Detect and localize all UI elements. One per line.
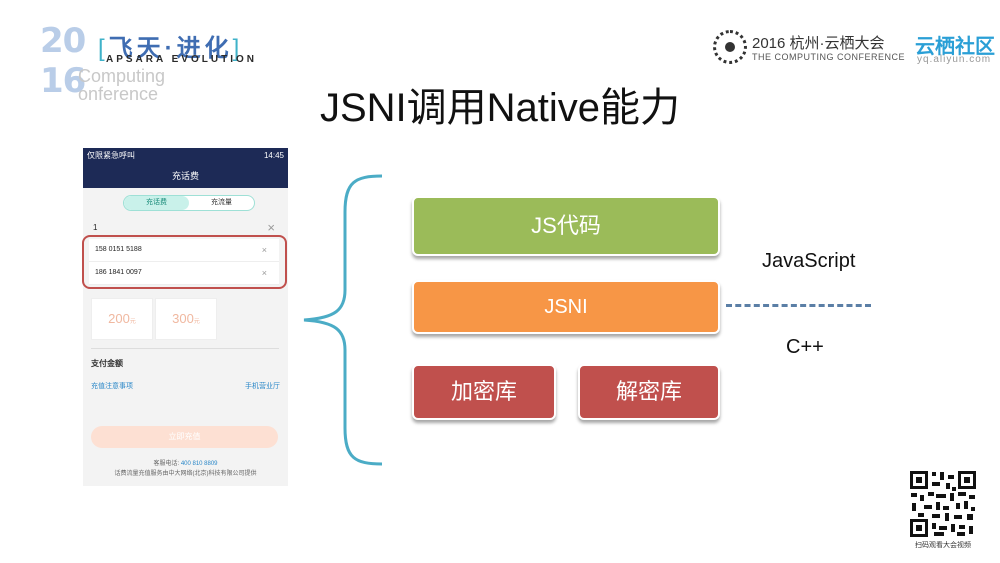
- layer-jsni: JSNI: [412, 280, 720, 334]
- hotline-number[interactable]: 400 810 8809: [180, 461, 218, 467]
- service-provider-note: 话费流量充值服务由中大网络(北京)科技有限公司提供: [114, 471, 257, 477]
- suggestion-number: 186 1841 0097: [95, 269, 142, 276]
- curly-brace-icon: [303, 174, 383, 466]
- phone-screenshot: 仅限紧急呼叫 14:45 充话费 充话费 充流量 1 × 158 0151 51…: [83, 148, 288, 486]
- clear-icon[interactable]: ×: [267, 220, 275, 235]
- event-year-bottom: 16: [40, 61, 86, 101]
- event-watermark-line1: Computing: [78, 66, 166, 86]
- phone-suggestion-list: 158 0151 5188 × 186 1841 0097 ×: [89, 239, 279, 285]
- close-icon[interactable]: ×: [261, 245, 267, 255]
- list-item[interactable]: 158 0151 5188 ×: [89, 239, 279, 262]
- close-icon[interactable]: ×: [261, 268, 267, 278]
- phone-tab-recharge[interactable]: 充话费: [124, 196, 189, 210]
- event-watermark-line2: onference: [78, 84, 159, 104]
- pay-amount-label: 支付金额: [91, 359, 123, 368]
- suggestion-number: 158 0151 5188: [95, 246, 142, 253]
- amount-card[interactable]: 200元: [91, 298, 153, 340]
- boundary-dashed-line: [726, 304, 871, 307]
- amount-card[interactable]: 300元: [155, 298, 217, 340]
- service-hotline: 客服电话: 400 810 8809: [83, 458, 288, 467]
- phone-nav-title: 充话费: [83, 164, 288, 188]
- event-year-top: 20: [40, 21, 86, 61]
- event-logo: 20 16 Computing onference [飞天·进化] APSARA…: [40, 24, 270, 104]
- phone-tab-data[interactable]: 充流量: [211, 199, 232, 206]
- community-url: yq.aliyun.com: [917, 54, 992, 65]
- amount-unit: 元: [193, 319, 200, 325]
- qr-caption: 扫码观看大会视频: [915, 542, 971, 549]
- amount-unit: 元: [129, 319, 136, 325]
- phone-input-value: 1: [93, 223, 98, 232]
- submit-recharge-button[interactable]: 立即充值: [91, 426, 278, 448]
- layer-decrypt-lib: 解密库: [578, 364, 720, 420]
- suggestion-highlight-box: [82, 235, 287, 289]
- label-cpp: C++: [786, 336, 824, 358]
- event-slogan-text: 飞天·进化: [108, 35, 233, 62]
- mobile-hall-link[interactable]: 手机营业厅: [245, 383, 280, 390]
- slide-title: JSNI调用Native能力: [319, 86, 681, 130]
- amount-value: 200: [108, 311, 130, 326]
- phone-status-time: 14:45: [263, 151, 284, 160]
- event-slogan: [飞天·进化]: [98, 35, 244, 62]
- community-title: 云栖社区: [915, 36, 995, 58]
- qr-code-icon: [909, 470, 977, 538]
- layer-js-code: JS代码: [412, 196, 720, 256]
- amount-value: 300: [172, 311, 194, 326]
- conference-title: 2016 杭州·云栖大会: [752, 35, 885, 52]
- label-javascript: JavaScript: [762, 250, 856, 272]
- divider: [91, 348, 279, 349]
- phone-tab-group: 充话费 充流量: [123, 195, 255, 211]
- layer-encrypt-lib: 加密库: [412, 364, 556, 420]
- list-item[interactable]: 186 1841 0097 ×: [89, 262, 279, 285]
- conference-logo-icon: [713, 30, 747, 64]
- phone-status-bar: 仅限紧急呼叫 14:45: [83, 148, 288, 164]
- recharge-notes-link[interactable]: 充值注意事项: [91, 383, 133, 390]
- conference-subtitle: THE COMPUTING CONFERENCE: [752, 52, 906, 62]
- phone-status-left: 仅限紧急呼叫: [87, 151, 135, 160]
- event-slogan-en: APSARA EVOLUTION: [106, 54, 257, 65]
- hotline-label: 客服电话:: [153, 461, 180, 467]
